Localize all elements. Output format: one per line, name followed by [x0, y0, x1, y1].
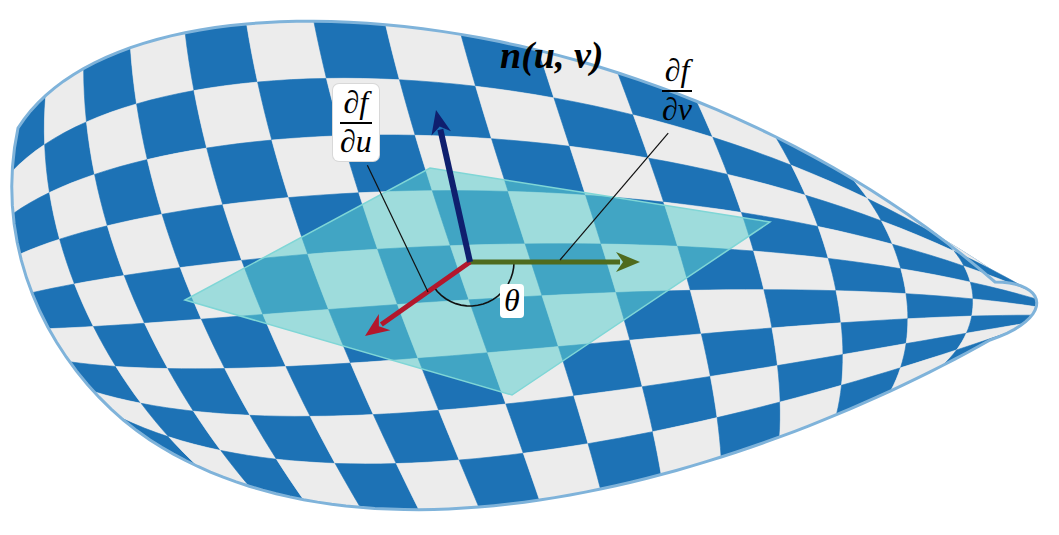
tangent-plane-shape — [185, 168, 770, 395]
symbol-label: θ — [500, 284, 524, 318]
checker-cell — [754, 251, 836, 291]
checker-cell — [972, 299, 1037, 316]
green-vector-shaft — [470, 260, 620, 265]
fraction-numerator: ∂f — [662, 54, 692, 88]
checker-cell — [780, 385, 842, 437]
checker-cell — [506, 396, 588, 453]
checker-cell — [764, 290, 841, 328]
fraction-denominator: ∂v — [662, 90, 692, 127]
red-vector — [365, 262, 470, 336]
tangent-plane — [185, 168, 770, 395]
checker-cell — [957, 324, 1023, 350]
checker-cell — [185, 24, 257, 91]
leader-lines — [367, 133, 668, 292]
checker-surface — [12, 21, 1037, 509]
leader-line — [367, 165, 428, 292]
symbol-label: n(u, v) — [500, 36, 603, 76]
checker-cell — [836, 291, 908, 323]
checker-cell — [690, 290, 772, 334]
normal-vector-shaft — [440, 130, 470, 262]
green-vector — [470, 252, 640, 272]
red-vector-shaft — [381, 262, 470, 324]
checker-cell — [828, 258, 906, 293]
fraction-denominator: ∂u — [340, 122, 372, 159]
red-vector-head — [365, 314, 390, 336]
checker-cell — [906, 294, 973, 319]
surface-outline — [12, 21, 1037, 509]
normal-vector-head — [431, 110, 451, 136]
checker-cell — [588, 432, 661, 489]
label-box: ∂f∂v — [655, 52, 699, 129]
leader-line — [560, 133, 668, 260]
green-vector-head — [616, 252, 640, 272]
tangent-vectors — [365, 110, 640, 336]
normal-vector — [431, 110, 470, 262]
checker-cell — [247, 21, 327, 82]
label-box: ∂f∂u — [333, 84, 379, 161]
fraction-numerator: ∂f — [340, 86, 372, 120]
